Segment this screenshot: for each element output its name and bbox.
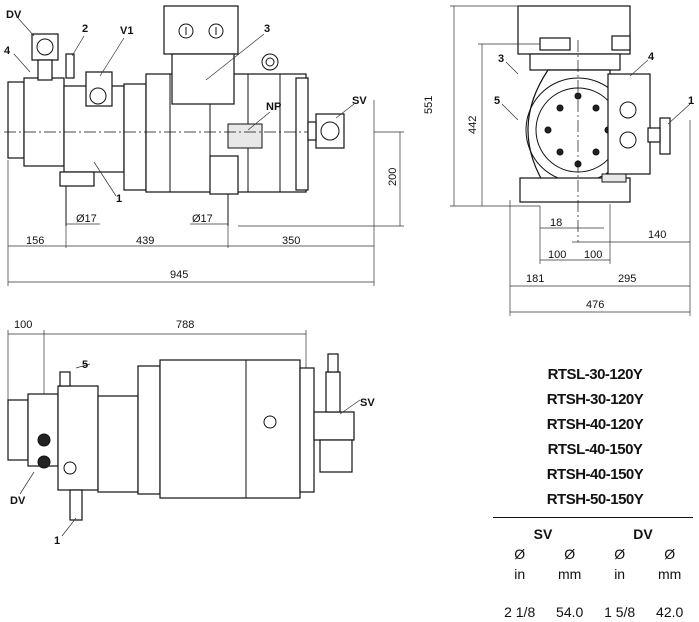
- dim-788: 788: [176, 319, 194, 331]
- conn-dia-symbol: Ø: [664, 546, 676, 562]
- side-end-cover: [527, 69, 611, 191]
- name-plate: [227, 123, 263, 149]
- top-view: [7, 330, 361, 537]
- conn-header-sv: SV: [493, 517, 593, 544]
- model-item: RTSH-40-120Y: [546, 416, 644, 433]
- label-2: 2: [82, 23, 88, 35]
- v1-valve: [85, 71, 113, 107]
- motor-flange: [123, 83, 147, 191]
- conn-unit-mm: mm: [657, 566, 682, 582]
- top-label-dv: DV: [10, 495, 26, 507]
- dim-156: 156: [26, 235, 44, 247]
- model-item: RTSH-30-120Y: [546, 391, 644, 408]
- conn-dv-in: 1 5/8: [604, 604, 636, 620]
- dim-18: 18: [550, 217, 562, 229]
- conn-unit-in: in: [614, 566, 626, 582]
- dim-295: 295: [618, 273, 636, 285]
- dim-d17a: Ø17: [76, 213, 97, 225]
- conn-sv-mm: 54.0: [556, 604, 584, 620]
- discharge-head: [23, 77, 65, 167]
- dim-140: 140: [648, 229, 666, 241]
- top-pump-block: [57, 385, 99, 491]
- conn-unit-mm: mm: [557, 566, 582, 582]
- conn-header-dv: DV: [592, 517, 693, 544]
- model-item: RTSL-40-150Y: [547, 441, 643, 458]
- conn-unit-in: in: [514, 566, 526, 582]
- dim-100b: 100: [584, 249, 602, 261]
- dim-350: 350: [282, 235, 300, 247]
- label-dv: DV: [6, 9, 22, 21]
- dim-439: 439: [136, 235, 154, 247]
- dim-945: 945: [170, 269, 188, 281]
- side-base: [519, 177, 631, 203]
- dim-d17b: Ø17: [192, 213, 213, 225]
- conn-dia-symbol: Ø: [514, 546, 526, 562]
- top-motor-housing: [159, 359, 301, 499]
- top-label-5: 5: [82, 359, 88, 371]
- conn-dia-symbol: Ø: [564, 546, 576, 562]
- top-label-sv: SV: [360, 397, 375, 409]
- label-4: 4: [4, 45, 11, 57]
- suction-valve: [315, 113, 345, 149]
- side-label-3: 3: [498, 53, 504, 65]
- conn-dia-symbol: Ø: [614, 546, 626, 562]
- dim-442: 442: [467, 116, 479, 134]
- terminal-box: [163, 5, 239, 55]
- side-label-1: 1: [688, 95, 694, 107]
- conn-sv-in: 2 1/8: [504, 604, 536, 620]
- side-pump-block: [607, 73, 651, 175]
- discharge-valve: [31, 33, 59, 61]
- dim-551: 551: [423, 96, 435, 114]
- connection-table: SV DV Ø Ø Ø Ø in mm in mm 2 1/8 54.0 1 5…: [493, 517, 693, 622]
- dim-181: 181: [526, 273, 544, 285]
- top-label-1: 1: [54, 535, 60, 547]
- label-1: 1: [116, 193, 122, 205]
- model-list: RTSL-30-120Y RTSH-30-120Y RTSH-40-120Y R…: [500, 362, 690, 512]
- side-label-4: 4: [648, 51, 655, 63]
- side-label-5: 5: [494, 95, 500, 107]
- label-sv: SV: [352, 95, 367, 107]
- label-v1: V1: [120, 25, 133, 37]
- end-flange: [7, 81, 25, 159]
- model-item: RTSH-40-150Y: [546, 466, 644, 483]
- dim-476: 476: [586, 299, 604, 311]
- label-3: 3: [264, 23, 270, 35]
- side-view: [450, 5, 691, 316]
- front-view: [4, 5, 404, 286]
- conn-dv-mm: 42.0: [656, 604, 684, 620]
- top-suction-valve: [319, 439, 353, 473]
- label-np: NP: [266, 101, 281, 113]
- model-item: RTSL-30-120Y: [547, 366, 643, 383]
- dim-100a: 100: [548, 249, 566, 261]
- dim-200: 200: [387, 168, 399, 186]
- dim-top-100: 100: [14, 319, 32, 331]
- model-item: RTSH-50-150Y: [546, 491, 644, 508]
